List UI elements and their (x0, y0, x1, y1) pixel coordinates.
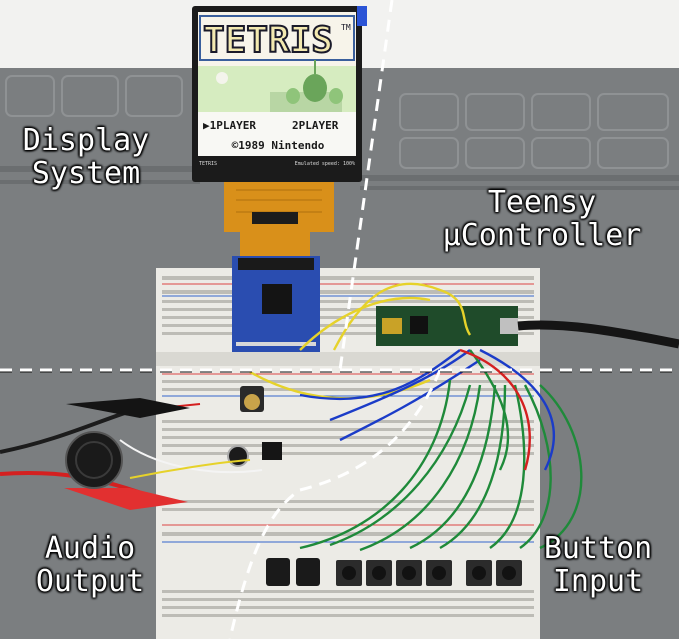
protective-film-tab (357, 6, 367, 26)
mat-dot-rows (0, 166, 679, 190)
teensy-mcu-chip (410, 316, 428, 334)
mat-ridges (5, 75, 669, 169)
tetris-title: TETRIS (203, 20, 333, 61)
teensy-controller-label: Teensy µController (442, 185, 642, 253)
lcd-title-panel (198, 12, 356, 66)
display-system-label: Display System (22, 123, 150, 191)
flex-sticker (252, 212, 298, 224)
usb-cable (517, 320, 679, 349)
audio-output-label: Audio Output (35, 531, 145, 599)
tetris-tm: TM (341, 23, 351, 32)
footer-left-text: TETRIS (199, 161, 217, 167)
menu-1player: ▶1PLAYER (203, 119, 256, 132)
power-rails (162, 283, 534, 543)
fpc-connector (238, 258, 314, 270)
sd-card-slot (382, 318, 402, 334)
kremlin-domes-icon (270, 60, 343, 112)
push-buttons (266, 558, 522, 586)
lcd-menu-panel (198, 112, 356, 156)
pcb-pins (236, 342, 316, 346)
black-alligator-clip (66, 398, 190, 418)
speaker (65, 431, 123, 489)
jumper-wires (249, 282, 583, 552)
red-alligator-clip (64, 488, 188, 510)
moon-icon (216, 72, 228, 84)
capacitor (227, 445, 249, 467)
potentiometer-knob (244, 394, 260, 410)
menu-2player: 2PLAYER (292, 119, 339, 132)
usb-port (500, 318, 518, 334)
speaker-cone (75, 441, 113, 479)
display-controller-chip (262, 284, 292, 314)
amplifier-chip (262, 442, 282, 460)
footer-right-text: Emulated speed: 100% (295, 161, 355, 167)
button-input-label: Button Input (543, 531, 653, 599)
copyright-text: ©1989 Nintendo (232, 139, 325, 152)
lcd-title-frame (199, 15, 355, 61)
